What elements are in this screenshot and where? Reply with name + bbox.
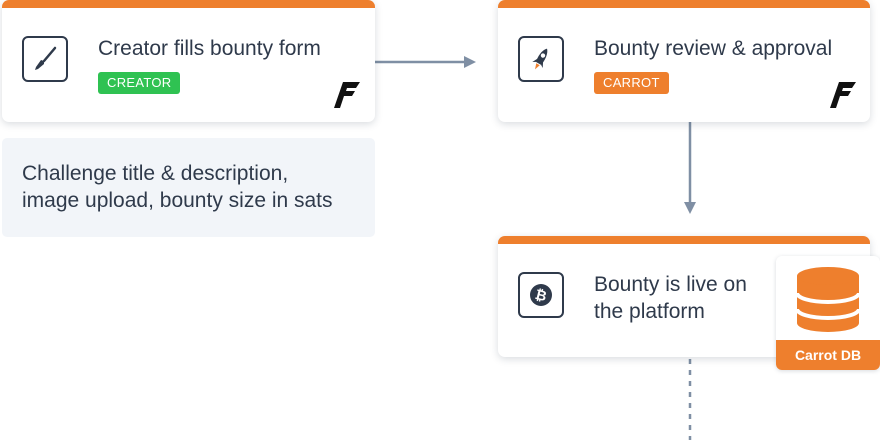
node-creator-form: Creator fills bounty form CREATOR bbox=[2, 0, 375, 122]
node-review: Bounty review & approval CARROT bbox=[498, 0, 870, 122]
f-logo-icon bbox=[334, 82, 360, 108]
arrow-review-to-live bbox=[684, 122, 696, 214]
svg-text:₿: ₿ bbox=[533, 287, 548, 305]
rocket-icon bbox=[518, 36, 564, 82]
badge-creator: CREATOR bbox=[98, 72, 181, 94]
paintbrush-icon bbox=[22, 36, 68, 82]
note-line-2: image upload, bounty size in sats bbox=[22, 189, 333, 212]
node-title: Bounty is live on the platform bbox=[594, 271, 747, 325]
note-line-1: Challenge title & description, bbox=[22, 162, 289, 185]
node-title-line-2: the platform bbox=[594, 300, 705, 323]
node-title: Creator fills bounty form bbox=[98, 37, 321, 60]
database-carrot-db: Carrot DB bbox=[776, 256, 880, 370]
bitcoin-icon: ₿ bbox=[518, 272, 564, 318]
note-form-fields: Challenge title & description, image upl… bbox=[2, 138, 375, 237]
database-label: Carrot DB bbox=[776, 340, 880, 370]
node-title-line-1: Bounty is live on bbox=[594, 273, 747, 296]
arrow-form-to-review bbox=[375, 56, 476, 68]
node-title: Bounty review & approval bbox=[594, 37, 833, 60]
database-icon bbox=[795, 267, 861, 332]
badge-carrot: CARROT bbox=[594, 72, 669, 94]
f-logo-icon bbox=[830, 82, 856, 108]
